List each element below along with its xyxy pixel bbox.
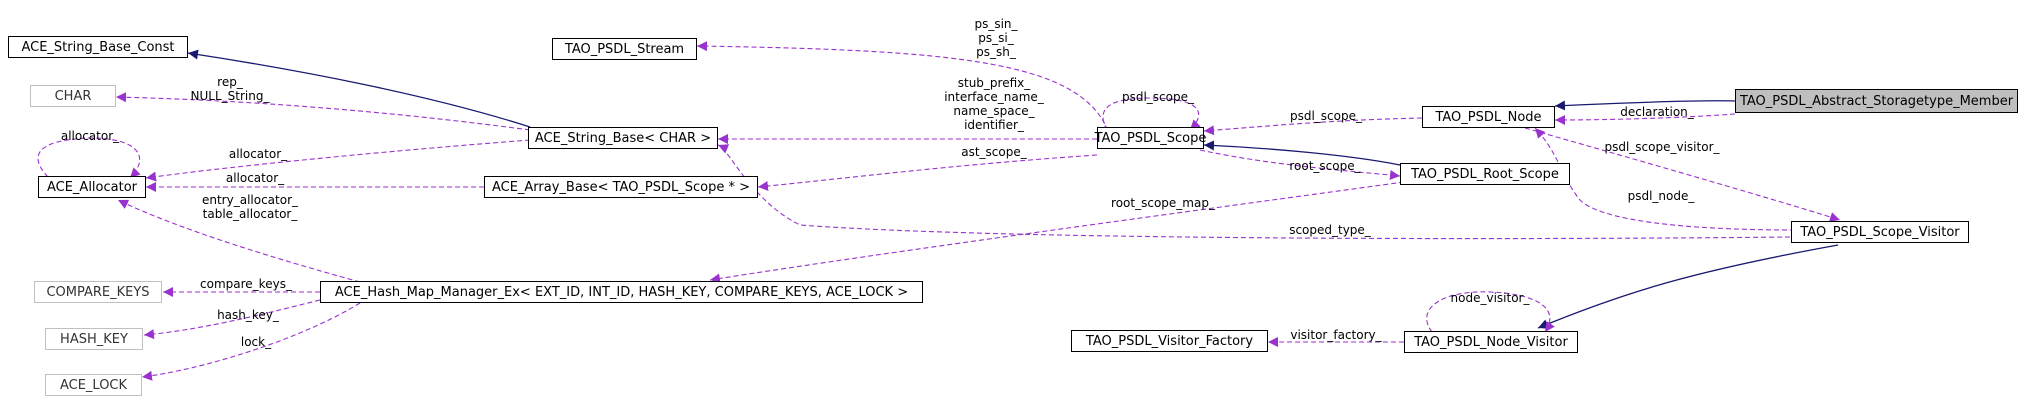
label-root-scope: root_scope_ [1289,159,1361,173]
edge-psdl-scope-visitor [1524,127,1841,222]
node-char[interactable]: CHAR [30,85,116,107]
edge-allocator-hash [117,199,361,283]
node-ace-string-base-char[interactable]: ACE_String_Base< CHAR > [528,127,718,149]
label-node-visitor: node_visitor_ [1450,291,1530,305]
edge-root-scope-map [709,181,1405,284]
label-ast-scope: ast_scope_ [961,145,1027,159]
edge-node-visitor-inherits-scope-visitor [1537,244,1839,329]
node-ace-allocator[interactable]: ACE_Allocator [38,176,146,198]
label-name-space: name_space_ [953,104,1035,118]
edge-allocator-self [37,137,141,179]
label-entry-allocator: entry_allocator_ [201,193,299,207]
node-tao-psdl-stream[interactable]: TAO_PSDL_Stream [552,38,697,60]
node-compare-keys[interactable]: COMPARE_KEYS [34,281,162,303]
node-ace-string-base-const[interactable]: ACE_String_Base_Const [8,36,188,58]
node-tao-psdl-visitor-factory[interactable]: TAO_PSDL_Visitor_Factory [1071,330,1268,352]
edge-root-scope [1199,149,1401,180]
node-ace-hash-map-manager[interactable]: ACE_Hash_Map_Manager_Ex< EXT_ID, INT_ID,… [320,281,923,303]
label-root-scope-map: root_scope_map_ [1111,196,1215,210]
label-hash-key: hash_key_ [217,308,279,322]
node-tao-psdl-abstract-storagetype-member[interactable]: TAO_PSDL_Abstract_Storagetype_Member [1735,89,2018,113]
edge-ps-stream [696,41,1109,132]
edge-hash-key [143,299,321,340]
label-psdl-scope-node: psdl_scope_ [1289,109,1362,123]
edge-psdl-node [1534,127,1796,231]
label-ps-stream-1: ps_sin_ [974,17,1018,31]
label-lock: lock_ [240,335,272,349]
edge-ast-scope [757,154,1098,192]
node-tao-psdl-scope[interactable]: TAO_PSDL_Scope [1095,127,1206,149]
node-ace-lock[interactable]: ACE_LOCK [45,374,142,396]
label-interface-name: interface_name_ [944,90,1044,104]
edge-node-visitor-self [1426,291,1555,333]
edge-allocator-string [145,139,531,182]
edge-rep-null-string [115,92,531,131]
label-ps-stream-2: ps_si_ [978,31,1014,45]
label-psdl-scope-visitor: psdl_scope_visitor_ [1604,140,1720,154]
node-tao-psdl-scope-visitor[interactable]: TAO_PSDL_Scope_Visitor [1791,221,1969,243]
label-ps-stream-3: ps_sh_ [976,45,1016,59]
label-table-allocator: table_allocator_ [202,207,298,221]
edge-root-scope-inherits-scope [1203,140,1401,166]
label-rep: rep_ [217,75,243,89]
node-tao-psdl-root-scope[interactable]: TAO_PSDL_Root_Scope [1400,163,1570,185]
edge-declaration [1554,113,1736,125]
node-tao-psdl-node[interactable]: TAO_PSDL_Node [1422,106,1555,128]
label-scoped-type: scoped_type_ [1289,223,1371,237]
node-hash-key[interactable]: HASH_KEY [45,328,143,350]
edge-string-base-inherits-const [187,49,531,128]
label-allocator-self: allocator_ [60,129,120,143]
label-visitor-factory: visitor_factory_ [1290,328,1382,342]
edge-psdl-scope-node [1203,117,1423,136]
label-compare-keys: compare_keys_ [200,277,292,291]
label-psdl-scope-self: psdl_scope_ [1121,90,1194,104]
edge-abstract-member-inherits-node [1554,100,1736,111]
label-stub-prefix: stub_prefix_ [957,76,1031,90]
edge-lock [141,302,361,381]
label-identifier: identifier_ [964,118,1024,132]
label-declaration: declaration_ [1620,105,1694,119]
label-allocator-array: allocator_ [225,171,285,185]
edge-psdl-scope-self [1102,97,1201,131]
node-ace-array-base[interactable]: ACE_Array_Base< TAO_PSDL_Scope * > [484,176,758,198]
label-psdl-node: psdl_node_ [1627,189,1695,203]
label-allocator-string: allocator_ [228,147,288,161]
node-tao-psdl-node-visitor[interactable]: TAO_PSDL_Node_Visitor [1404,331,1578,353]
label-null-string: NULL_String_ [190,89,270,103]
